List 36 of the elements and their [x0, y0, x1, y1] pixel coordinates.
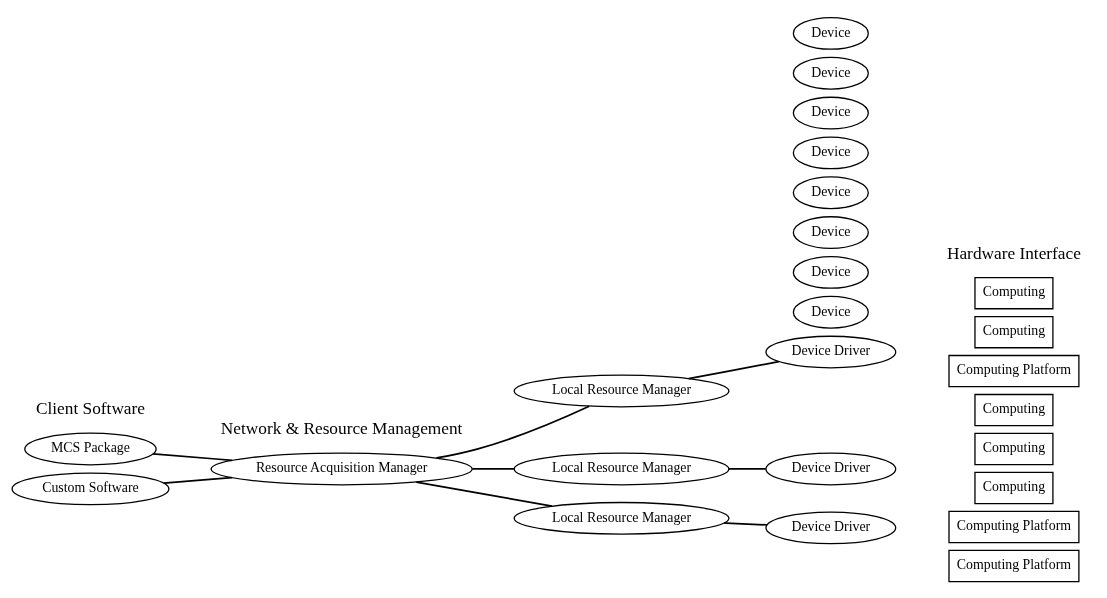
- connector: [152, 452, 234, 461]
- node-box: Computing Platform: [948, 510, 1080, 543]
- connector: [435, 404, 591, 459]
- node-box: Computing: [974, 471, 1054, 504]
- node-ellipse: Device Driver: [765, 510, 897, 544]
- node-ellipse: Device Driver: [765, 335, 897, 369]
- node-ellipse: Device: [792, 96, 869, 129]
- connector: [728, 467, 767, 470]
- node-box: Computing Platform: [948, 549, 1080, 582]
- node-box: Computing: [974, 393, 1054, 426]
- node-ellipse: MCS Package: [24, 432, 157, 465]
- node-ellipse: Local Resource Manager: [513, 501, 730, 535]
- label: Network & Resource Management: [220, 418, 463, 438]
- node-ellipse: Device: [792, 135, 869, 169]
- connector: [162, 476, 233, 484]
- node-ellipse: Device: [792, 215, 869, 249]
- node-box: Computing: [974, 432, 1054, 465]
- connector: [723, 521, 768, 526]
- node-ellipse: Device Driver: [765, 452, 897, 485]
- node-ellipse: Device: [792, 16, 869, 50]
- connector: [471, 467, 515, 470]
- node-box: Computing: [974, 315, 1054, 348]
- connector: [687, 360, 780, 379]
- node-ellipse: Custom Software: [11, 471, 170, 505]
- label: Client Software: [35, 398, 145, 418]
- node-ellipse: Local Resource Manager: [513, 374, 730, 407]
- connector: [415, 480, 553, 507]
- node-box: Computing: [974, 276, 1054, 309]
- node-ellipse: Local Resource Manager: [513, 452, 730, 485]
- label: Hardware Interface: [946, 243, 1081, 263]
- node-ellipse: Device: [792, 175, 869, 209]
- node-ellipse: Device: [792, 56, 869, 90]
- node-box: Computing Platform: [948, 354, 1080, 387]
- node-ellipse: Device: [792, 295, 869, 329]
- node-ellipse: Device: [792, 255, 869, 289]
- node-ellipse: Resource Acquisition Manager: [210, 452, 473, 485]
